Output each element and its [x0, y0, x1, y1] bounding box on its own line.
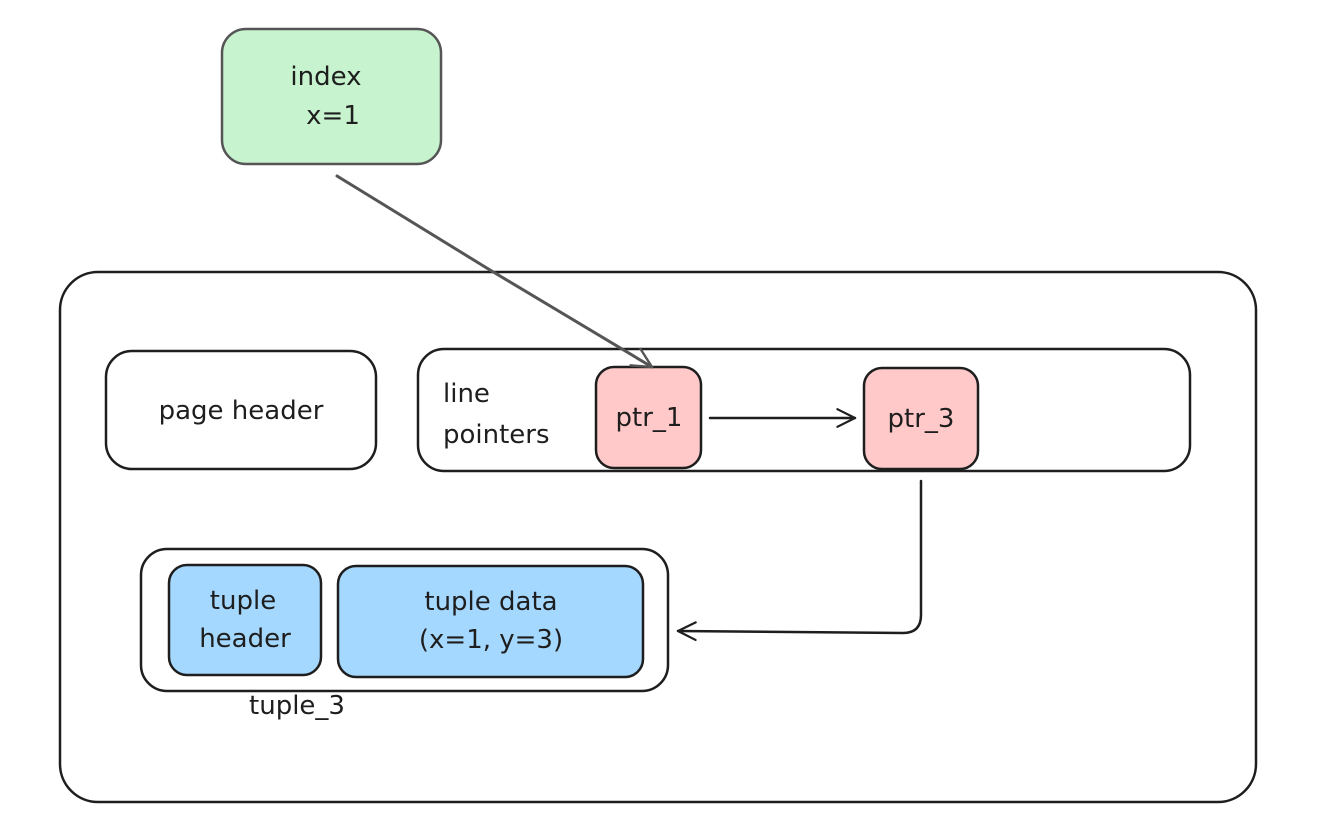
heap-page-box	[58, 270, 1258, 804]
edges	[335, 174, 923, 642]
page-header-box	[104, 349, 378, 471]
tuple-header-label-line-1: tuple	[210, 586, 276, 616]
index-label-line-2: x=1	[306, 101, 360, 131]
tuple-header-box	[167, 563, 323, 677]
page-header-node: page header	[104, 349, 378, 471]
ptr-1-node: ptr_1	[594, 365, 703, 470]
tuple-data-box	[336, 564, 645, 679]
ptr-3-box	[862, 366, 980, 471]
line-pointers-label-line-1: line	[443, 379, 490, 409]
tuple-data-label-line-2: (x=1, y=3)	[419, 625, 563, 655]
edge-index-to-ptr-1	[335, 174, 654, 369]
line-pointers-label-line-2: pointers	[443, 420, 550, 450]
ptr-3-node: ptr_3	[862, 366, 980, 471]
ptr-1-label: ptr_1	[616, 403, 683, 433]
index-node: index x=1	[220, 27, 443, 166]
index-box	[220, 27, 443, 166]
tuple-header-label-line-2: header	[199, 624, 291, 654]
tuple-3-node: tuple header tuple data (x=1, y=3) tuple…	[139, 547, 670, 721]
index-label-line-1: index	[290, 62, 361, 92]
ptr-3-label: ptr_3	[888, 404, 955, 434]
line-pointers-node: line pointers	[416, 347, 1192, 473]
line-pointers-box	[416, 347, 1192, 473]
tuple-3-caption: tuple_3	[249, 691, 345, 721]
tuple-data-label-line-1: tuple data	[424, 587, 557, 617]
page-header-label: page header	[159, 396, 324, 426]
edge-ptr-3-to-tuple-3	[676, 479, 923, 642]
